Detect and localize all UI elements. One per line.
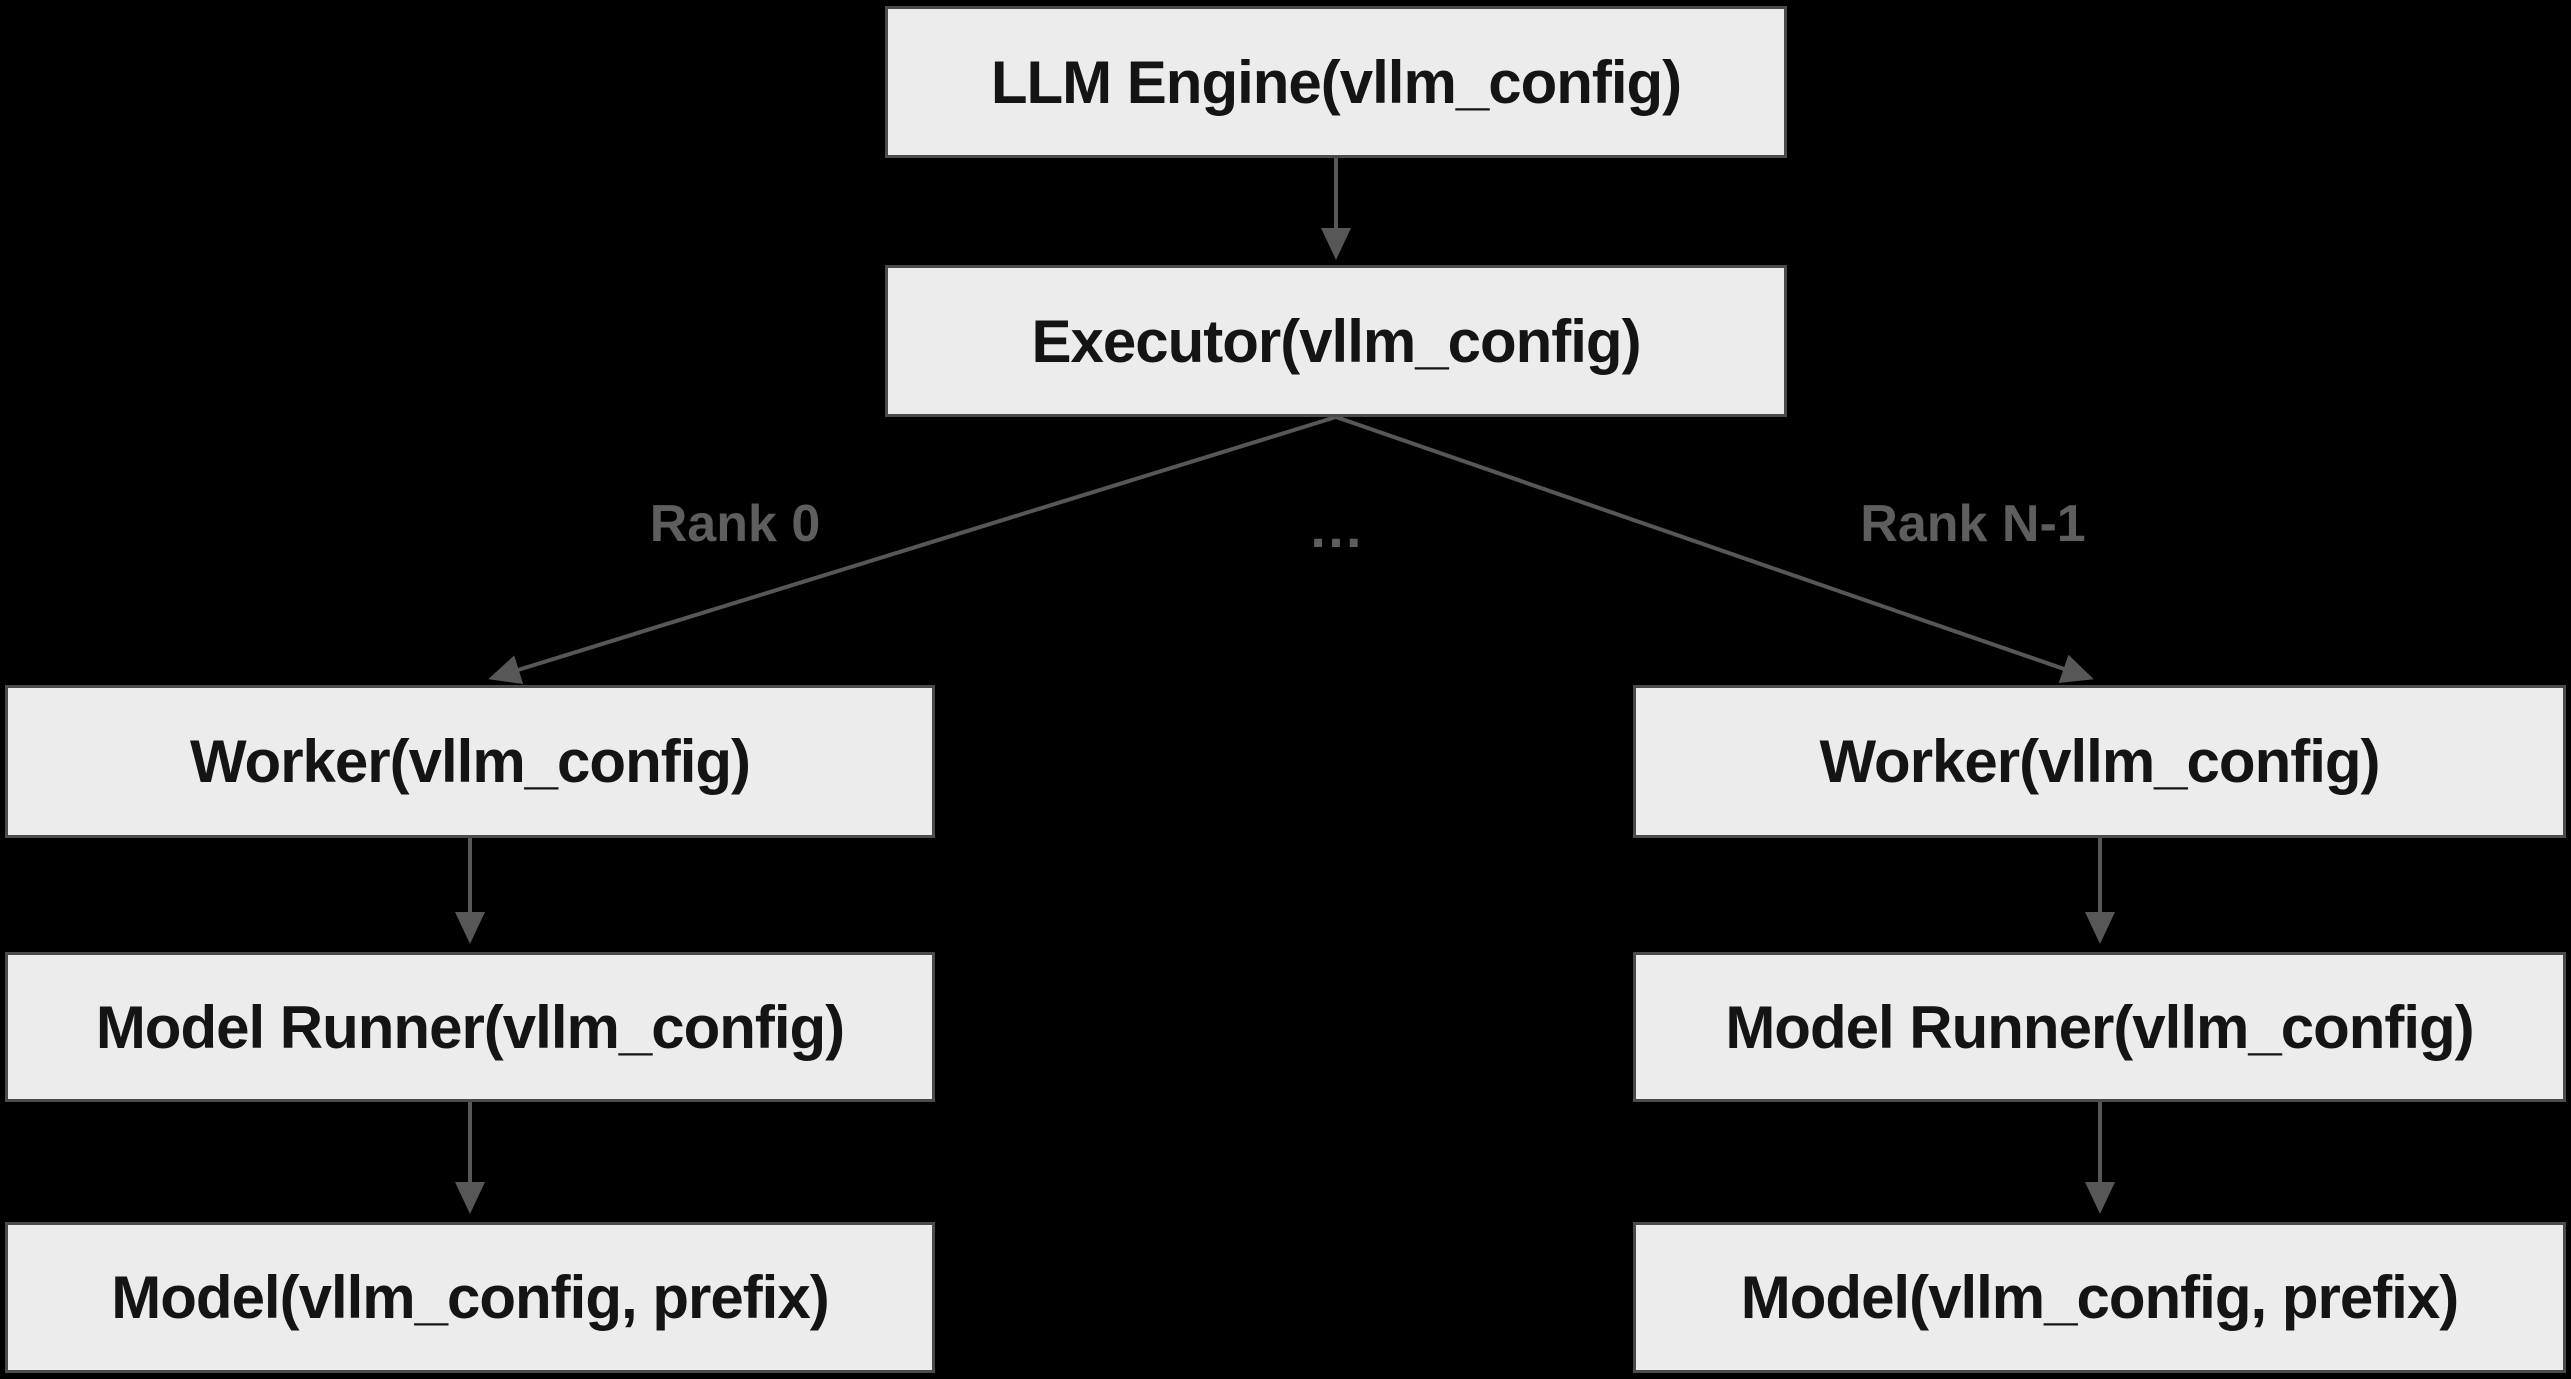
node-model-left: Model(vllm_config, prefix) [5, 1222, 935, 1373]
edge-label-rank-0: Rank 0 [649, 495, 821, 553]
edge-label-rank-n-1: Rank N-1 [1860, 495, 2086, 553]
node-worker-right: Worker(vllm_config) [1633, 685, 2566, 838]
node-model-runner-right: Model Runner(vllm_config) [1633, 952, 2566, 1102]
node-model-right: Model(vllm_config, prefix) [1633, 1222, 2566, 1373]
node-executor: Executor(vllm_config) [885, 265, 1787, 417]
node-llm-engine: LLM Engine(vllm_config) [885, 6, 1787, 158]
node-model-runner-left: Model Runner(vllm_config) [5, 952, 935, 1102]
node-worker-left: Worker(vllm_config) [5, 685, 935, 838]
edge-label-ellipsis: … [1308, 496, 1364, 559]
